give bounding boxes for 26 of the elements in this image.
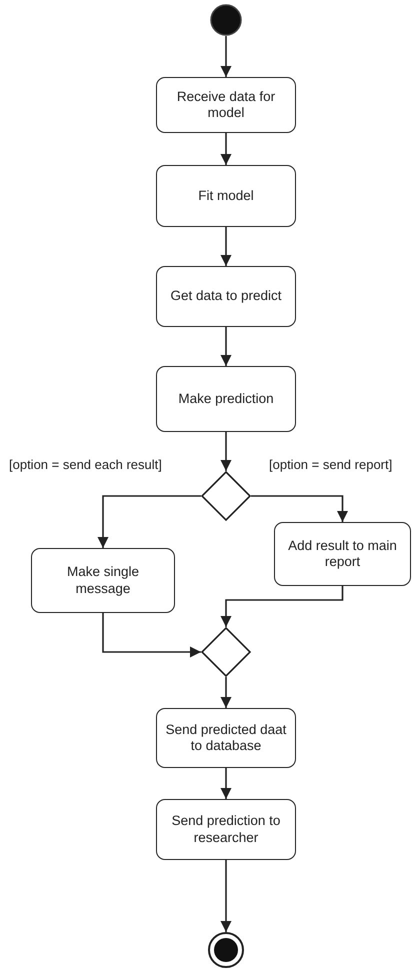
decision-diamond (201, 471, 251, 521)
end-node (208, 932, 244, 968)
arrow (220, 586, 344, 627)
start-node (210, 4, 242, 36)
activity-box: Get data to predict (156, 266, 296, 327)
edge-label: [option = send each result] (8, 457, 163, 472)
activity-box: Make single message (31, 548, 175, 613)
arrow (220, 36, 232, 77)
activity-box: Send prediction to researcher (156, 799, 296, 860)
arrow (220, 432, 232, 471)
activity-box: Fit model (156, 165, 296, 227)
activity-box: Make prediction (156, 366, 296, 432)
arrow (220, 327, 232, 366)
activity-box: Send predicted daat to database (156, 708, 296, 768)
arrow (251, 495, 348, 522)
arrow (220, 227, 232, 266)
arrow (220, 860, 232, 932)
activity-box: Receive data for model (156, 77, 296, 133)
merge-diamond (201, 627, 251, 677)
arrow (220, 133, 232, 165)
arrow (220, 768, 232, 799)
arrow (98, 495, 201, 548)
activity-box: Add result to main report (274, 522, 411, 586)
arrow (102, 613, 201, 658)
arrow (220, 677, 232, 708)
edge-label: [option = send report] (268, 457, 394, 472)
